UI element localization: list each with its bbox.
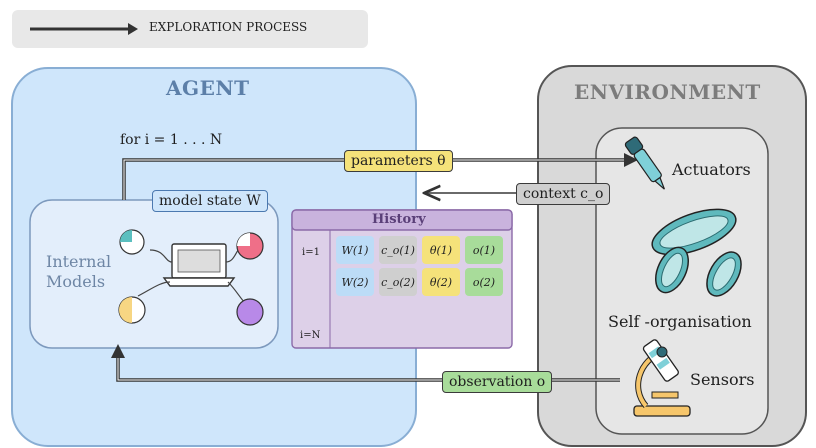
internal-models-label: Internal Models xyxy=(46,252,112,291)
observation-label: observation o xyxy=(442,371,553,393)
bacteria-icon xyxy=(651,208,742,297)
history-header xyxy=(291,209,513,231)
microscope-icon xyxy=(633,339,691,417)
parameters-arrowhead xyxy=(624,153,638,167)
history-cell-theta1: θ(1) xyxy=(422,236,460,264)
legend-box xyxy=(12,10,368,48)
self-organisation-label: Self -organisation xyxy=(608,312,752,331)
loop-label: for i = 1 . . . N xyxy=(120,132,223,148)
history-row-last: i=N xyxy=(300,330,321,341)
history-cell-c2: c_o(2) xyxy=(379,268,417,296)
legend-label: EXPLORATION PROCESS xyxy=(149,20,308,34)
dropper-icon xyxy=(624,136,665,190)
history-row-first: i=1 xyxy=(302,247,320,258)
actuators-label: Actuators xyxy=(672,160,751,179)
agent-title: AGENT xyxy=(166,76,250,100)
laptop-icon xyxy=(162,243,236,287)
model-circle-yellow xyxy=(118,296,146,324)
history-title: History xyxy=(372,212,426,227)
history-cell-c1: c_o(1) xyxy=(379,236,417,264)
legend-arrowhead xyxy=(128,23,138,35)
environment-title: ENVIRONMENT xyxy=(574,80,761,104)
context-label: context c_o xyxy=(516,183,611,205)
observation-arrowhead xyxy=(111,344,125,358)
history-cell-W2: W(2) xyxy=(336,268,374,296)
history-cell-o1: o(1) xyxy=(465,236,503,264)
model-state-label: model state W xyxy=(152,190,268,212)
model-circle-teal xyxy=(119,229,145,255)
parameters-label: parameters θ xyxy=(344,150,453,172)
model-circle-purple xyxy=(236,298,264,326)
connector-line xyxy=(137,281,171,297)
history-cell-theta2: θ(2) xyxy=(422,268,460,296)
sensors-label: Sensors xyxy=(690,370,755,389)
model-circle-pink xyxy=(236,232,264,260)
history-cell-o2: o(2) xyxy=(465,268,503,296)
connector-line xyxy=(149,249,173,263)
history-cell-W1: W(1) xyxy=(336,236,374,264)
